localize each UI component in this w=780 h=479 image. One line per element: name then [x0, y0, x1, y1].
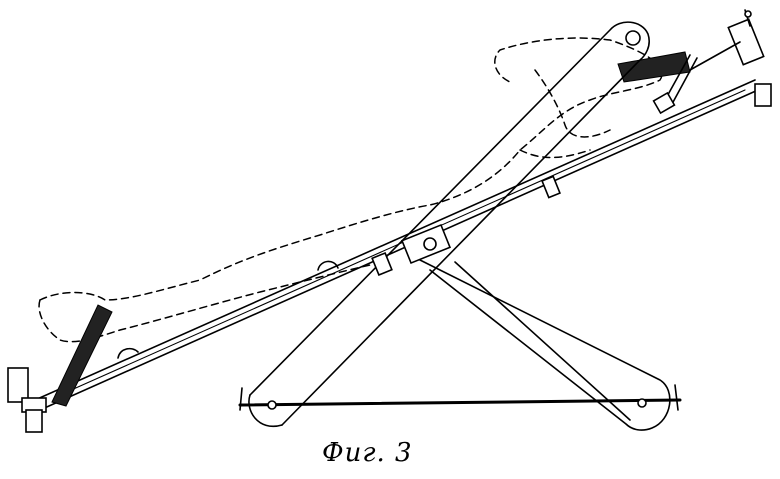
head-end [617, 9, 772, 115]
figure-caption: Фиг. 3 [322, 438, 413, 468]
patient-outline [38, 37, 663, 343]
support-frame [238, 21, 682, 431]
foot-end [7, 304, 139, 433]
table-board [34, 79, 759, 411]
